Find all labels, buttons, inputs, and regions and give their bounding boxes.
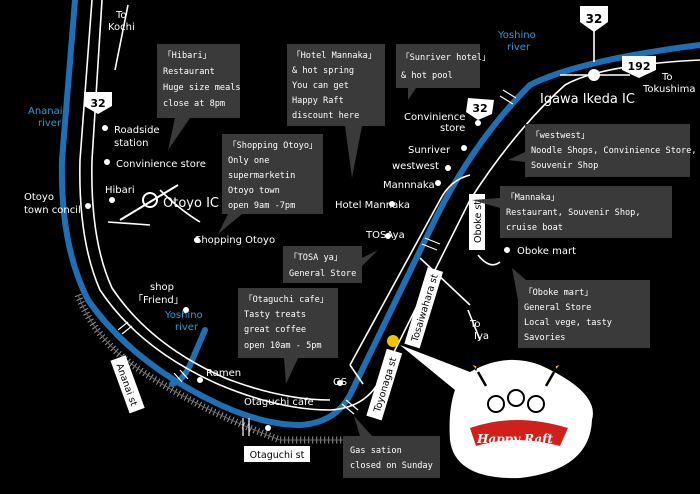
svg-text:「TOSA ya」 General Store: 「TOSA ya」 General Store [289, 252, 356, 279]
place-ramen: Ramen [206, 368, 241, 379]
info-box-hotel-mannaka: 「Hotel Mannaka」 & hot spring You can get… [287, 44, 385, 178]
place-tosaya: TOSAya [365, 230, 405, 241]
place-mannaka: Mannnaka [383, 180, 435, 191]
svg-text:「Shopping Otoyo」 Only on: 「Shopping Otoyo」 Only one supermarketin … [228, 140, 323, 211]
svg-text:Otoyo IC: Otoyo IC [163, 196, 219, 211]
svg-text:Igawa Ikeda IC: Igawa Ikeda IC [540, 92, 635, 107]
place-hibari: Hibari [105, 185, 135, 196]
info-box-oboke-mart: 「Oboke mart」 General Store Local vege, t… [512, 268, 650, 348]
svg-text:「Otaguchi cafe」 Tasty tr: 「Otaguchi cafe」 Tasty treats great coffe… [244, 294, 334, 351]
svg-text:Oboke st: Oboke st [473, 201, 484, 243]
route-32-shield-left: 32 [84, 92, 112, 114]
place-westwest: westwest [392, 161, 439, 172]
street-oboke: Oboke st [469, 194, 485, 250]
svg-text:Otaguchi st: Otaguchi st [250, 450, 305, 461]
info-box-shopping-otoyo: 「Shopping Otoyo」 Only one supermarketin … [218, 134, 323, 234]
svg-text:Gas sation closed on Sun: Gas sation closed on Sunday [350, 446, 433, 471]
svg-text:「Oboke mart」 General Sto: 「Oboke mart」 General Store Local vege, t… [524, 287, 617, 343]
place-markers [85, 120, 510, 431]
svg-text:32: 32 [472, 102, 487, 115]
info-box-mannaka: 「Mannaka」 Restaurant, Souvenir Shop, cru… [472, 186, 672, 238]
info-box-sunriver: 「Sunriver hotel」 & hot pool [396, 44, 496, 100]
place-otoyo-town-council: Otoyo town concil [24, 192, 81, 216]
place-hotel-mannaka: Hotel Mannaka [335, 200, 410, 211]
svg-text:「Sunriver hotel」 & hot p: 「Sunriver hotel」 & hot pool [401, 52, 496, 81]
info-box-westwest: 「westwest」 Noodle Shops, Convinience Sto… [508, 124, 700, 177]
place-otaguchi-cafe: Otaguchi cafe [244, 397, 314, 408]
street-toyonaga: Toyonaga st [366, 348, 403, 421]
happy-raft-location-marker [387, 335, 399, 347]
info-box-hibari: 「Hibari」 Restaurant Huge size meals clos… [157, 44, 246, 150]
place-sunriver: Sunriver [408, 145, 451, 156]
svg-text:32: 32 [90, 97, 105, 110]
street-ananai: Ananai st [110, 355, 145, 414]
place-shopping-otoyo: Shopping Otoyo [195, 235, 275, 246]
to-kochi-label: To Kochi [108, 10, 135, 33]
bridges [117, 89, 517, 436]
to-tokushima-label: To Tokushima [642, 72, 696, 95]
happy-raft-logo: Happy Raft [469, 362, 568, 446]
svg-text:「westwest」 Noodle Shops,: 「westwest」 Noodle Shops, Convinience Sto… [531, 130, 700, 171]
ananai-river-label: Ananai river [28, 106, 66, 129]
svg-text:「Hibari」 Restaurant: 「Hibari」 Restaurant Huge size meals clos… [163, 50, 246, 109]
place-roadside-station: Roadside station [114, 125, 163, 149]
place-convenience-store-right: Convinience store [404, 112, 469, 134]
svg-text:「Hotel Mannaka」 & hot sp: 「Hotel Mannaka」 & hot spring You can get… [292, 50, 382, 121]
place-gs: GS [333, 377, 347, 388]
route-32-shield-mid: 32 [466, 98, 494, 120]
railway [74, 293, 375, 444]
happy-raft-logo-bubble: Happy Raft [400, 345, 593, 479]
yoshino-river-mid-label: Yoshino river [164, 310, 206, 333]
svg-text:「Mannaka」 Restaurant, So: 「Mannaka」 Restaurant, Souvenir Shop, cru… [506, 192, 646, 233]
otoyo-ic: Otoyo IC [119, 184, 219, 221]
yoshino-river-top-label: Yoshino river [497, 30, 539, 53]
svg-text:32: 32 [586, 12, 603, 26]
route-32-shield-top: 32 [580, 6, 608, 32]
info-box-tosaya: 「TOSA ya」 General Store [283, 246, 378, 283]
place-shop-friend: shop 「Friend」 [133, 282, 184, 306]
ananai-river [58, 0, 700, 429]
place-oboke-mart: Oboke mart [517, 246, 576, 257]
place-convenience-store-left: Convinience store [116, 159, 206, 170]
route-192-shield: 192 [622, 56, 656, 78]
yoshino-tributary [169, 327, 208, 387]
info-box-gas-station: Gas sation closed on Sunday [343, 416, 440, 478]
svg-text:192: 192 [628, 60, 651, 73]
svg-text:Happy Raft: Happy Raft [476, 432, 553, 446]
to-iya-label: To Iya [469, 319, 489, 342]
street-tosaiwahara: Tosaiwahara st [404, 267, 444, 349]
igawa-ikeda-ic: Igawa Ikeda IC [540, 69, 635, 107]
info-box-otaguchi-cafe: 「Otaguchi cafe」 Tasty treats great coffe… [238, 288, 338, 384]
street-otaguchi: Otaguchi st [244, 446, 310, 462]
